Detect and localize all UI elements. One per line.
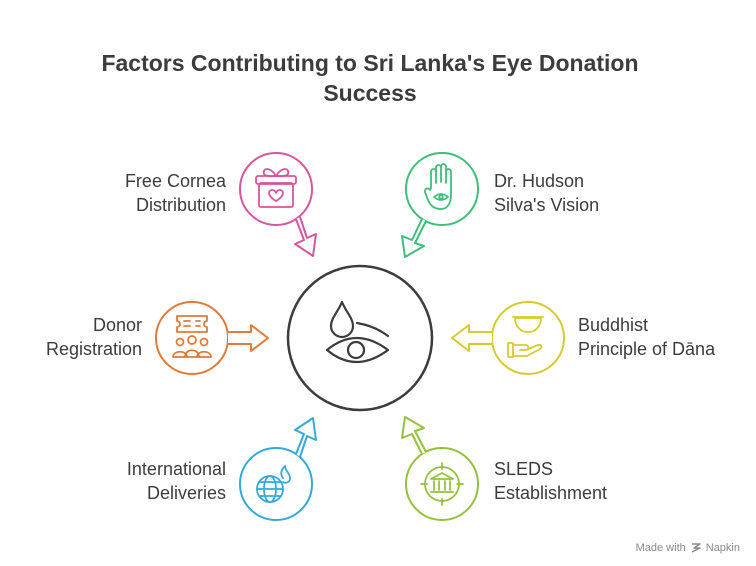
label-hudson-silva-line1: Dr. Hudson — [494, 171, 585, 191]
label-buddhist-dana-line2: Principle of Dāna — [578, 339, 716, 359]
label-international: International Deliveries — [127, 457, 226, 505]
gift-heart-icon — [255, 168, 297, 208]
node-sleds — [401, 416, 479, 521]
eye-drop-icon — [325, 300, 390, 363]
label-donor-registration-line2: Registration — [45, 339, 142, 359]
label-free-cornea-line2: Distribution — [135, 195, 226, 215]
diagram-title: Factors Contributing to Sri Lanka's Eye … — [101, 50, 639, 106]
node-hudson-silva — [401, 152, 479, 258]
label-sleds-line1: SLEDS — [494, 459, 554, 479]
label-buddhist-dana: Buddhist Principle of Dāna — [578, 313, 715, 361]
label-hudson-silva-line2: Silva's Vision — [494, 195, 600, 215]
node-donor-registration — [155, 301, 269, 375]
label-free-cornea-line1: Free Cornea — [124, 171, 226, 191]
label-international-line2: Deliveries — [146, 483, 226, 503]
institution-target-icon — [420, 462, 464, 506]
watermark-prefix: Made with — [635, 542, 686, 554]
label-donor-registration: Donor Registration — [46, 313, 142, 361]
watermark[interactable]: Made with Napkin — [636, 542, 740, 554]
watermark-brand: Napkin — [705, 542, 740, 554]
center-node — [286, 264, 434, 412]
node-free-cornea — [239, 152, 317, 257]
label-free-cornea: Free Cornea Distribution — [125, 169, 226, 217]
globe-fire-icon — [256, 465, 291, 503]
napkin-logo-icon — [691, 543, 701, 553]
label-international-line1: International — [126, 459, 226, 479]
node-buddhist-dana — [451, 301, 565, 375]
node-international — [239, 417, 317, 521]
bowl-hand-icon — [507, 316, 544, 358]
label-donor-registration-line1: Donor — [92, 315, 142, 335]
label-hudson-silva: Dr. Hudson Silva's Vision — [494, 169, 599, 217]
ticket-people-icon — [172, 315, 212, 358]
label-buddhist-dana-line1: Buddhist — [578, 315, 649, 335]
label-sleds: SLEDS Establishment — [494, 457, 607, 505]
label-sleds-line2: Establishment — [494, 483, 608, 503]
hand-eye-icon — [423, 163, 452, 210]
